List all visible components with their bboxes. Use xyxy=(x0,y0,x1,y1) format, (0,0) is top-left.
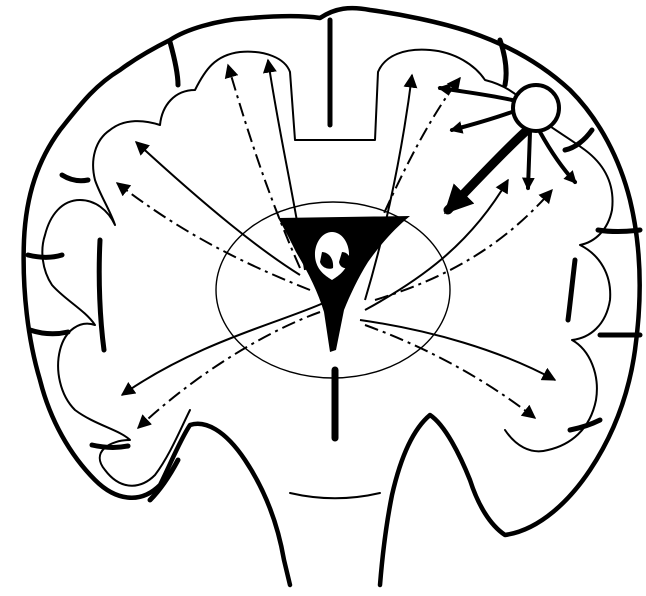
right-upper-node-circle xyxy=(513,85,559,131)
base-curve xyxy=(290,493,380,498)
